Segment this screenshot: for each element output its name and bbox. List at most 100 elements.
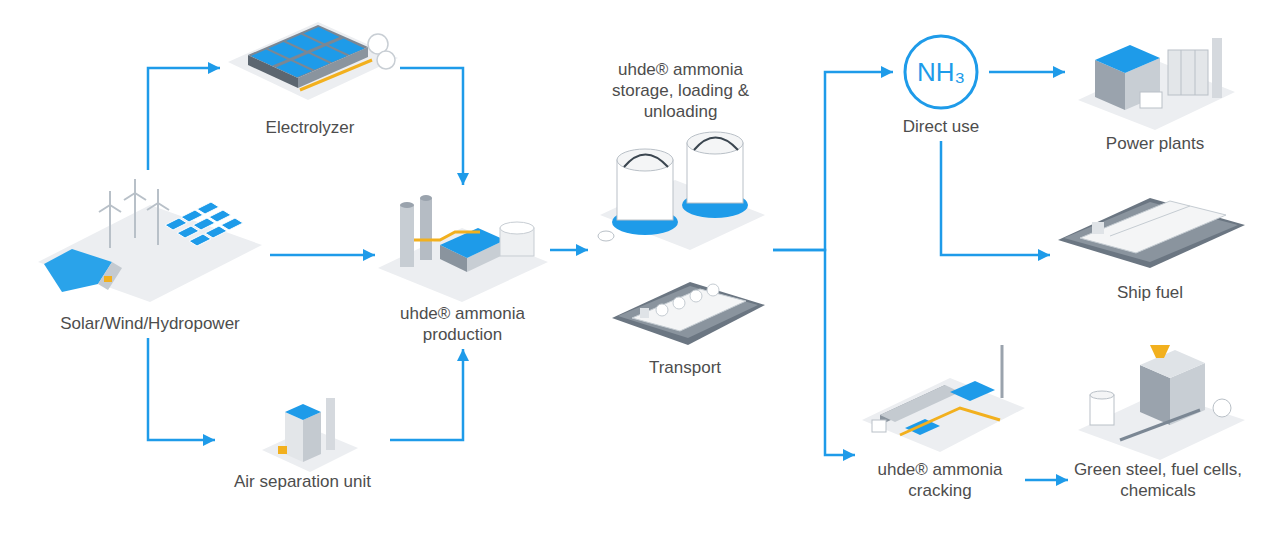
electrolyzer-illustration xyxy=(228,22,398,100)
furnace-top xyxy=(880,385,960,422)
dome xyxy=(673,297,685,309)
source-node: Solar/Wind/Hydropower xyxy=(30,170,270,338)
sphere-tank xyxy=(1213,399,1231,417)
node-label: Power plants xyxy=(1065,133,1245,154)
process-node: Electrolyzer xyxy=(220,5,400,142)
outlet xyxy=(104,276,112,282)
transport-node: Transport xyxy=(600,265,770,382)
node-label: NH₃ xyxy=(903,34,979,110)
building-top xyxy=(285,404,321,420)
blade xyxy=(109,191,111,205)
ship-fuel-illustration xyxy=(1058,198,1245,268)
hopper xyxy=(1150,345,1170,358)
panel xyxy=(209,210,231,222)
flow-arrow xyxy=(773,72,893,250)
sea xyxy=(612,282,765,345)
panel xyxy=(177,226,199,238)
building-top xyxy=(1140,350,1205,378)
node-label: Electrolyzer xyxy=(220,117,400,138)
use-node: Ship fuel xyxy=(1050,178,1250,307)
panel xyxy=(193,218,215,230)
tank-top xyxy=(1090,391,1114,399)
flow-arrow xyxy=(941,141,1050,255)
tank xyxy=(1140,92,1162,108)
use-node: Power plants xyxy=(1065,15,1245,158)
flow-arrow xyxy=(773,250,855,455)
blade xyxy=(124,193,135,200)
flow-arrow xyxy=(148,68,220,170)
flow-arrow xyxy=(270,254,375,257)
panel xyxy=(205,226,227,238)
sea-top xyxy=(1064,202,1238,262)
pipe xyxy=(414,232,480,240)
asu-illustration xyxy=(262,398,358,472)
node-label: Air separation unit xyxy=(215,471,390,492)
platform xyxy=(38,205,262,302)
node-label: uhde® ammonia storage, loading & unloadi… xyxy=(588,59,773,122)
circle-outline: NH₃ xyxy=(903,34,979,110)
building-side xyxy=(303,412,321,462)
bullet-tank xyxy=(598,231,614,241)
sea xyxy=(1058,198,1245,268)
pipe xyxy=(300,60,372,90)
node-label: uhde® ammonia cracking xyxy=(855,459,1025,501)
flow-arrow xyxy=(390,349,463,440)
panel xyxy=(165,218,187,230)
cracking-illustration xyxy=(862,345,1025,452)
chimney xyxy=(1001,345,1004,398)
tower-top xyxy=(400,202,414,208)
cell xyxy=(329,39,365,55)
node-label: Green steel, fuel cells, chemicals xyxy=(1068,459,1248,501)
tank-stair xyxy=(694,138,738,151)
panel xyxy=(189,234,211,246)
hull xyxy=(1080,201,1226,253)
column xyxy=(326,398,335,450)
production-illustration xyxy=(378,195,548,302)
tank-stair xyxy=(624,155,668,168)
pipe xyxy=(1120,410,1200,440)
tank-top xyxy=(687,132,743,154)
tower xyxy=(420,198,432,260)
tank-top xyxy=(617,149,673,171)
sphere-tank xyxy=(377,51,395,69)
green-steel-illustration xyxy=(1078,345,1245,460)
process-node: uhde® ammonia cracking xyxy=(855,335,1025,505)
use-node: Green steel, fuel cells, chemicals xyxy=(1068,335,1248,505)
flow-arrow xyxy=(400,68,463,185)
blade xyxy=(157,189,159,203)
unit xyxy=(905,419,940,435)
cell xyxy=(304,27,340,43)
building-side xyxy=(285,412,303,462)
frame xyxy=(1181,50,1182,95)
node-label: uhde® ammonia production xyxy=(375,303,550,345)
panel xyxy=(181,210,203,222)
storage-node: uhde® ammonia storage, loading & unloadi… xyxy=(588,55,773,257)
flow-arrow xyxy=(148,338,215,440)
node-label: Direct use xyxy=(893,116,989,137)
renewables-illustration xyxy=(38,179,262,302)
power-plant-illustration xyxy=(1078,38,1235,130)
node-label: Solar/Wind/Hydropower xyxy=(30,313,270,334)
structure xyxy=(1168,50,1208,95)
tower-top xyxy=(420,195,432,201)
process-node: uhde® ammonia production xyxy=(375,185,550,349)
dome xyxy=(690,290,702,302)
blade xyxy=(110,205,121,212)
panel xyxy=(197,202,219,214)
cabin xyxy=(872,420,886,432)
dam xyxy=(98,262,122,290)
tower xyxy=(157,203,159,245)
blade xyxy=(158,203,169,210)
product-circle: NH₃ Direct use xyxy=(893,34,989,141)
unit xyxy=(278,446,287,454)
node-label: Ship fuel xyxy=(1050,282,1250,303)
node-label: Transport xyxy=(600,357,770,378)
dome xyxy=(656,304,668,316)
unit xyxy=(950,381,995,401)
frame xyxy=(1195,50,1196,95)
blade xyxy=(147,203,158,210)
platform xyxy=(228,22,398,100)
dome xyxy=(707,284,719,296)
building-top xyxy=(1095,45,1160,73)
